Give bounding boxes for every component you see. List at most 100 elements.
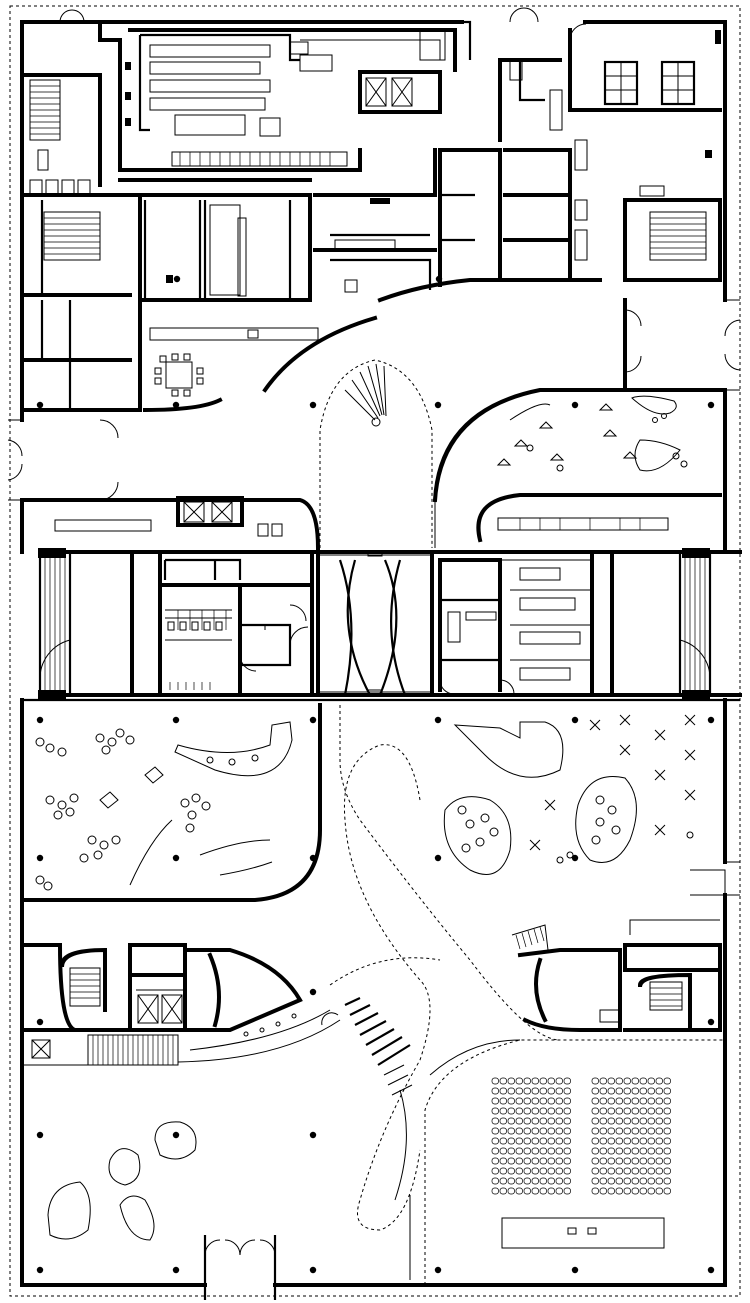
seat	[539, 1097, 547, 1105]
elevator-icon	[391, 77, 413, 107]
seat	[507, 1077, 515, 1085]
site-boundary	[9, 5, 741, 1297]
seat	[607, 1147, 615, 1155]
seat	[491, 1087, 499, 1095]
seat	[539, 1127, 547, 1135]
seat	[539, 1177, 547, 1185]
seat	[663, 1107, 671, 1115]
seat	[523, 1087, 531, 1095]
seat	[647, 1167, 655, 1175]
seat	[547, 1127, 555, 1135]
seat	[515, 1157, 523, 1165]
seat	[491, 1177, 499, 1185]
seat	[547, 1077, 555, 1085]
seat	[655, 1077, 663, 1085]
south-wing	[20, 698, 740, 1300]
seat	[655, 1157, 663, 1165]
seat	[563, 1077, 571, 1085]
seat	[591, 1117, 599, 1125]
seat	[623, 1157, 631, 1165]
seat	[507, 1087, 515, 1095]
seat	[647, 1107, 655, 1115]
seat	[523, 1097, 531, 1105]
seat	[499, 1087, 507, 1095]
seat	[631, 1097, 639, 1105]
seat	[647, 1127, 655, 1135]
seat	[547, 1157, 555, 1165]
stair-icon	[59, 947, 107, 1012]
seat	[563, 1137, 571, 1145]
seat	[623, 1127, 631, 1135]
seat	[639, 1087, 647, 1095]
seat	[555, 1117, 563, 1125]
seat	[615, 1087, 623, 1095]
seat	[539, 1087, 547, 1095]
seat	[507, 1187, 515, 1195]
seat	[491, 1137, 499, 1145]
seat	[499, 1127, 507, 1135]
seat	[539, 1117, 547, 1125]
seat	[615, 1097, 623, 1105]
seat	[563, 1167, 571, 1175]
seat	[515, 1097, 523, 1105]
seat	[491, 1117, 499, 1125]
stair-icon	[344, 363, 387, 427]
seat	[491, 1077, 499, 1085]
crossing-ramps	[320, 551, 432, 696]
seat	[555, 1167, 563, 1175]
seat	[599, 1187, 607, 1195]
seat	[631, 1147, 639, 1155]
curtain-wall-east	[678, 550, 712, 697]
seat	[507, 1147, 515, 1155]
seat	[591, 1107, 599, 1115]
seat	[655, 1177, 663, 1185]
table-cluster-icon	[47, 1121, 197, 1241]
stair-icon	[511, 924, 549, 951]
seat	[515, 1117, 523, 1125]
seat	[623, 1187, 631, 1195]
seat	[647, 1117, 655, 1125]
seat	[563, 1087, 571, 1095]
seat	[655, 1127, 663, 1135]
seat	[555, 1077, 563, 1085]
seat	[647, 1157, 655, 1165]
seat	[599, 1077, 607, 1085]
table-cluster-icon	[496, 395, 688, 472]
seat	[607, 1077, 615, 1085]
table-cluster-icon	[35, 721, 293, 891]
seat	[507, 1107, 515, 1115]
seat	[631, 1107, 639, 1115]
seat	[663, 1177, 671, 1185]
stair-icon	[29, 79, 61, 141]
seat	[531, 1137, 539, 1145]
seat	[655, 1107, 663, 1115]
seat	[499, 1107, 507, 1115]
seat	[631, 1117, 639, 1125]
seat	[607, 1107, 615, 1115]
seat	[663, 1117, 671, 1125]
curtain-wall-west	[38, 550, 72, 697]
seat	[499, 1137, 507, 1145]
seat	[663, 1097, 671, 1105]
seat	[515, 1137, 523, 1145]
seat	[631, 1077, 639, 1085]
seat	[639, 1177, 647, 1185]
seat	[639, 1137, 647, 1145]
seat	[563, 1117, 571, 1125]
stair-icon	[43, 211, 101, 261]
seat	[523, 1147, 531, 1155]
seat	[507, 1137, 515, 1145]
seat	[523, 1187, 531, 1195]
seat	[547, 1087, 555, 1095]
seat	[531, 1117, 539, 1125]
north-wing	[7, 7, 741, 554]
seat	[599, 1107, 607, 1115]
seat	[523, 1117, 531, 1125]
seat	[547, 1187, 555, 1195]
seat	[499, 1117, 507, 1125]
seat	[555, 1177, 563, 1185]
seat	[523, 1107, 531, 1115]
seat	[515, 1127, 523, 1135]
seat	[591, 1187, 599, 1195]
